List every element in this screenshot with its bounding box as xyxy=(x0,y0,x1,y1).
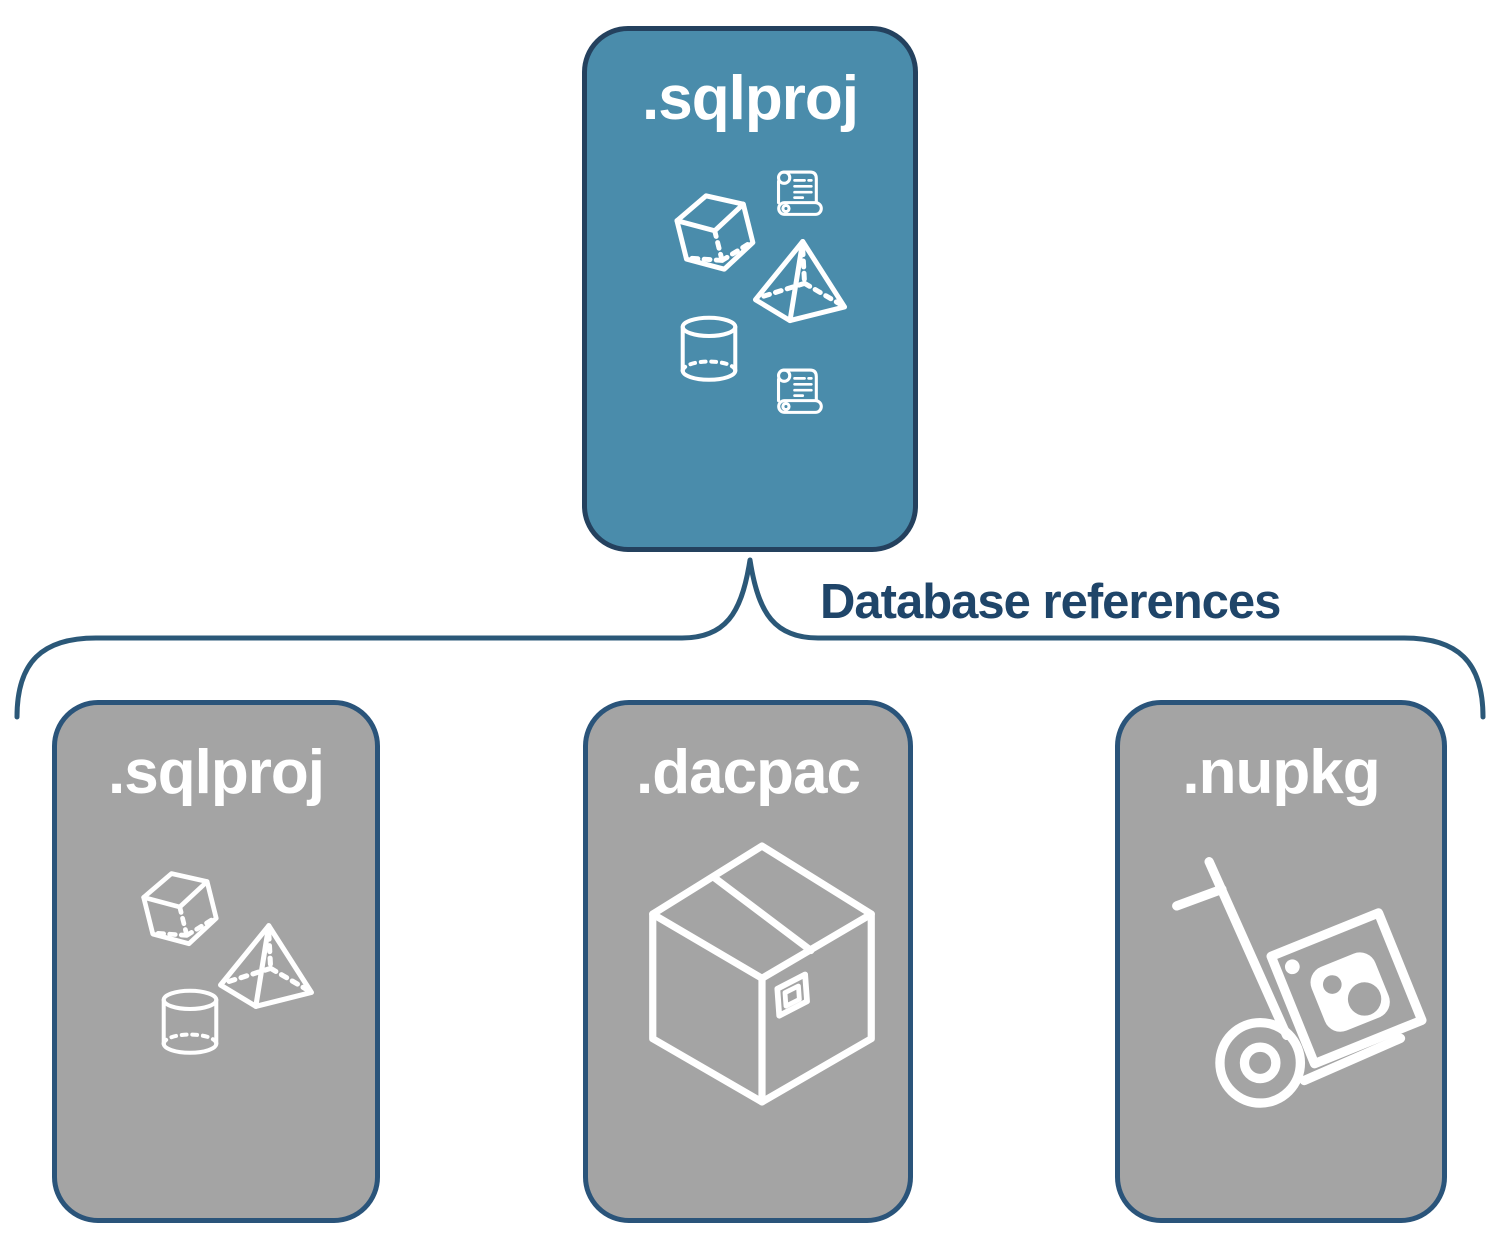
node-dacpac: .dacpac xyxy=(583,700,913,1223)
script-scroll-icon xyxy=(776,368,823,414)
cylinder-icon xyxy=(676,313,742,386)
cube-icon xyxy=(138,869,224,955)
node-title: .sqlproj xyxy=(108,738,325,807)
node-sqlproj-child: .sqlproj xyxy=(52,700,380,1223)
node-title: .dacpac xyxy=(636,738,861,807)
node-nupkg: .nupkg xyxy=(1115,700,1447,1223)
node-sqlproj-parent: .sqlproj xyxy=(582,26,918,552)
node-title: .sqlproj xyxy=(642,64,859,133)
connector-label: Database references xyxy=(820,575,1281,629)
cylinder-icon xyxy=(157,986,223,1059)
pyramid-icon xyxy=(215,920,317,1013)
cube-icon xyxy=(671,191,761,281)
script-scroll-icon xyxy=(776,170,823,216)
hand-truck-package-icon xyxy=(1172,857,1427,1108)
package-box-icon xyxy=(649,842,875,1106)
node-title: .nupkg xyxy=(1182,738,1380,807)
pyramid-icon xyxy=(750,236,850,327)
